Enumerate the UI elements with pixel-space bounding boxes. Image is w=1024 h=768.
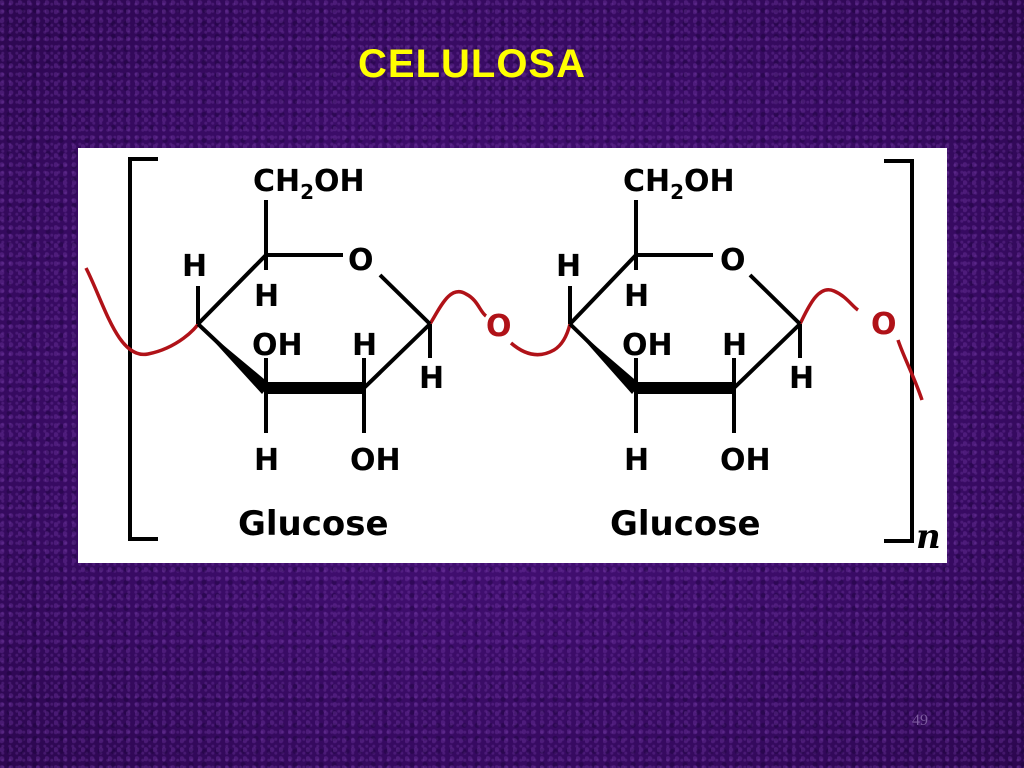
slide-title: CELULOSA — [358, 42, 586, 86]
c2-hydrogen: H — [722, 328, 747, 363]
c4-hydrogen: H — [182, 249, 207, 284]
chain-link-right-end — [896, 339, 924, 401]
substituent-bonds — [568, 200, 802, 433]
glucose-unit-2: CH2OH O H H OH H H H OH Glucose — [556, 164, 814, 544]
glucose-label: Glucose — [238, 504, 389, 544]
cellulose-structure-figure: CH2OH O H H OH H H H OH Glucose O CH2OH … — [78, 148, 947, 563]
right-bracket — [884, 159, 914, 543]
c4-hydrogen: H — [556, 249, 581, 284]
glucose-unit-1: CH2OH O H H OH H H H OH Glucose — [182, 164, 444, 544]
c3-hydroxyl: OH — [622, 328, 673, 363]
c1-hydrogen: H — [419, 361, 444, 396]
ring-wedge-left — [570, 324, 640, 394]
ring-bonds — [196, 253, 432, 390]
left-bracket — [128, 157, 158, 541]
c3-hydrogen: H — [624, 443, 649, 478]
ch2oh-group: CH2OH — [623, 164, 735, 204]
repeat-subscript: n — [916, 517, 941, 557]
cellulose-structure-diagram: CH2OH O H H OH H H H OH Glucose O CH2OH … — [84, 157, 941, 557]
glucose-label: Glucose — [610, 504, 761, 544]
glycosidic-oxygen-1: O — [486, 309, 512, 344]
ring-bonds — [568, 253, 802, 390]
c2-hydroxyl: OH — [720, 443, 771, 478]
chain-link-left-end — [84, 267, 200, 356]
c3-hydrogen: H — [254, 443, 279, 478]
c3-hydroxyl: OH — [252, 328, 303, 363]
substituent-bonds — [196, 200, 432, 433]
ring-front-edge — [264, 382, 366, 394]
ring-oxygen: O — [720, 243, 746, 278]
chain-link-oxygen-to-unit2 — [509, 323, 572, 357]
ring-wedge-right — [730, 324, 800, 394]
c5-hydrogen: H — [254, 279, 279, 314]
chain-link-unit1-to-oxygen — [428, 290, 488, 325]
chain-link-unit2-to-oxygen — [798, 288, 860, 325]
c5-hydrogen: H — [624, 279, 649, 314]
ring-wedge-right — [360, 324, 430, 394]
ch2oh-group: CH2OH — [253, 164, 365, 204]
page-number: 49 — [912, 712, 928, 729]
c2-hydroxyl: OH — [350, 443, 401, 478]
c1-hydrogen: H — [789, 361, 814, 396]
ring-front-edge — [634, 382, 736, 394]
ring-wedge-left — [198, 324, 270, 394]
ring-oxygen: O — [348, 243, 374, 278]
glycosidic-oxygen-2: O — [871, 307, 897, 342]
c2-hydrogen: H — [352, 328, 377, 363]
